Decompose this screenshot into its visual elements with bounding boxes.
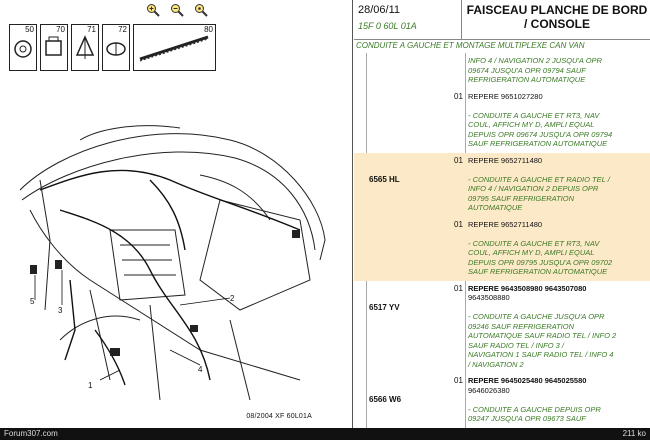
part-box-50[interactable]: 50 [9,24,37,71]
part-box-71[interactable]: 71 [71,24,99,71]
part-reference: 6566 W6 [369,395,402,404]
part-quantity: 01 [454,283,463,293]
part-quantity: 01 [454,155,463,165]
catalog-date: 28/06/11 [358,4,401,16]
entry-description-line: 09795 SAUF REFRIGERATION [468,193,575,203]
part-quantity: 01 [454,91,463,101]
entry-description-line: SAUF RADIO TEL / INFO 3 / [468,340,564,350]
part-quantity: 01 [454,376,463,385]
zoom-reset-icon[interactable] [193,2,209,18]
status-site: Forum307.com [4,429,58,438]
status-size: 211 ko [622,429,646,438]
entry-description-line: DEPUIS OPR 09674 JUSQU'A OPR 09794 [468,129,613,139]
entry-description-line: INFO 4 / NAVIGATION 2 JUSQU'A OPR [468,56,602,65]
parts-entry[interactable]: 01 REPERE 9651027280 - CONDUITE A GAUCHE E… [354,89,650,153]
parts-list-panel: 28/06/11 15F 0 60L 01A FAISCEAU PLANCHE … [354,0,650,428]
entry-description-line: REPERE 9643508980 9643507080 [468,283,587,293]
header-divider [461,0,462,40]
section-title: CONDUITE A GAUCHE ET MONTAGE MULTIPLEXE … [356,41,585,50]
entry-description-line: - CONDUITE A GAUCHE DEPUIS OPR [468,404,601,414]
entry-description-line: DEPUIS OPR 09795 JUSQU'A OPR 09702 [468,257,613,267]
catalog-code: 15F 0 60L 01A [358,21,417,31]
part-number: 71 [87,25,96,34]
entry-description-line: - CONDUITE A GAUCHE ET RADIO TEL / [468,174,610,184]
part-box-70[interactable]: 70 [40,24,68,71]
callout-2: 2 [230,294,235,303]
entry-description-line: SAUF REFRIGERATION AUTOMATIQUE [468,267,608,276]
parts-header: 28/06/11 15F 0 60L 01A FAISCEAU PLANCHE … [354,0,650,40]
entry-description-line: AUTOMATIQUE [468,203,523,212]
entry-description-line: 09247 JUSQU'A OPR 09673 SAUF [468,414,586,423]
zoom-in-icon[interactable] [145,2,161,18]
diagram-caption: 08/2004 XF 60L01A [246,413,312,420]
entry-description-line: 9643508880 [468,293,510,302]
part-reference: 6565 HL [369,174,400,184]
entry-description-line: 09246 SAUF REFRIGERATION [468,321,575,331]
grommet-icon [14,40,32,58]
entry-description-line: SAUF REFRIGERATION AUTOMATIQUE [468,139,608,148]
page-title: FAISCEAU PLANCHE DE BORD / CONSOLE [466,3,648,31]
part-quantity: 01 [454,219,463,229]
zoom-out-icon[interactable] [169,2,185,18]
part-number: 72 [118,25,127,34]
entry-description-line: INFO 4 / NAVIGATION 2 DEPUIS OPR [468,184,599,193]
connector-icon [45,36,62,56]
clip-icon [75,35,95,59]
entry-description-line: COUL, AFFICH MY D, AMPLI EQUAL [468,248,595,257]
accessory-parts-row: 50 70 71 72 80 [9,24,219,71]
entry-description-line: / NAVIGATION 2 [468,359,524,369]
entry-description-line: NAVIGATION 1 SAUF RADIO TEL / INFO 4 [468,350,614,359]
part-reference: 6517 YV [369,302,400,312]
part-number: 70 [56,25,65,34]
status-bar: Forum307.com 211 ko [0,428,650,440]
zoom-toolbar [145,0,209,20]
entry-description-line: REPERE 9652711480 [468,155,543,165]
part-box-80[interactable]: 80 [133,24,216,71]
cable-tie-icon [139,35,209,62]
entry-description-line: - CONDUITE A GAUCHE JUSQU'A OPR [468,312,605,321]
part-number: 80 [204,25,213,34]
entry-description-line: - CONDUITE A GAUCHE ET RT3, NAV [468,110,600,120]
entry-description-line: REPERE 9645025480 9645025580 [468,376,587,385]
callout-3: 3 [58,306,63,315]
entry-description-line: 09674 JUSQU'A OPR 09794 SAUF [468,65,586,75]
part-box-72[interactable]: 72 [102,24,130,71]
entry-description-line: COUL, AFFICH MY D, AMPLI EQUAL [468,120,595,129]
entry-description-line: - CONDUITE A GAUCHE ET RT3, NAV [468,238,600,248]
callout-5: 5 [30,297,35,306]
entry-description-line: 9646026380 [468,385,510,395]
callout-4: 4 [198,365,203,374]
entry-description-line: REPERE 9651027280 [468,91,543,101]
entry-description-line: AUTOMATIQUE SAUF RADIO TEL / INFO 2 [468,331,617,340]
entry-description-line: REPERE 9652711480 [468,219,543,229]
part-number: 50 [25,25,34,34]
callout-1: 1 [88,381,93,390]
dashboard-harness-drawing [19,125,326,401]
fastener-icon [106,42,126,56]
entry-description-line: REFRIGERATION AUTOMATIQUE [468,75,586,84]
parts-entry[interactable]: 6565 HL 01 REPERE 9652711480 - CONDUITE A G… [354,152,650,217]
parts-entry[interactable]: 01 REPERE 9652711480 - CONDUITE A GAUCHE E… [354,216,650,281]
harness-diagram-panel: 50 70 71 72 80 [9,0,353,428]
